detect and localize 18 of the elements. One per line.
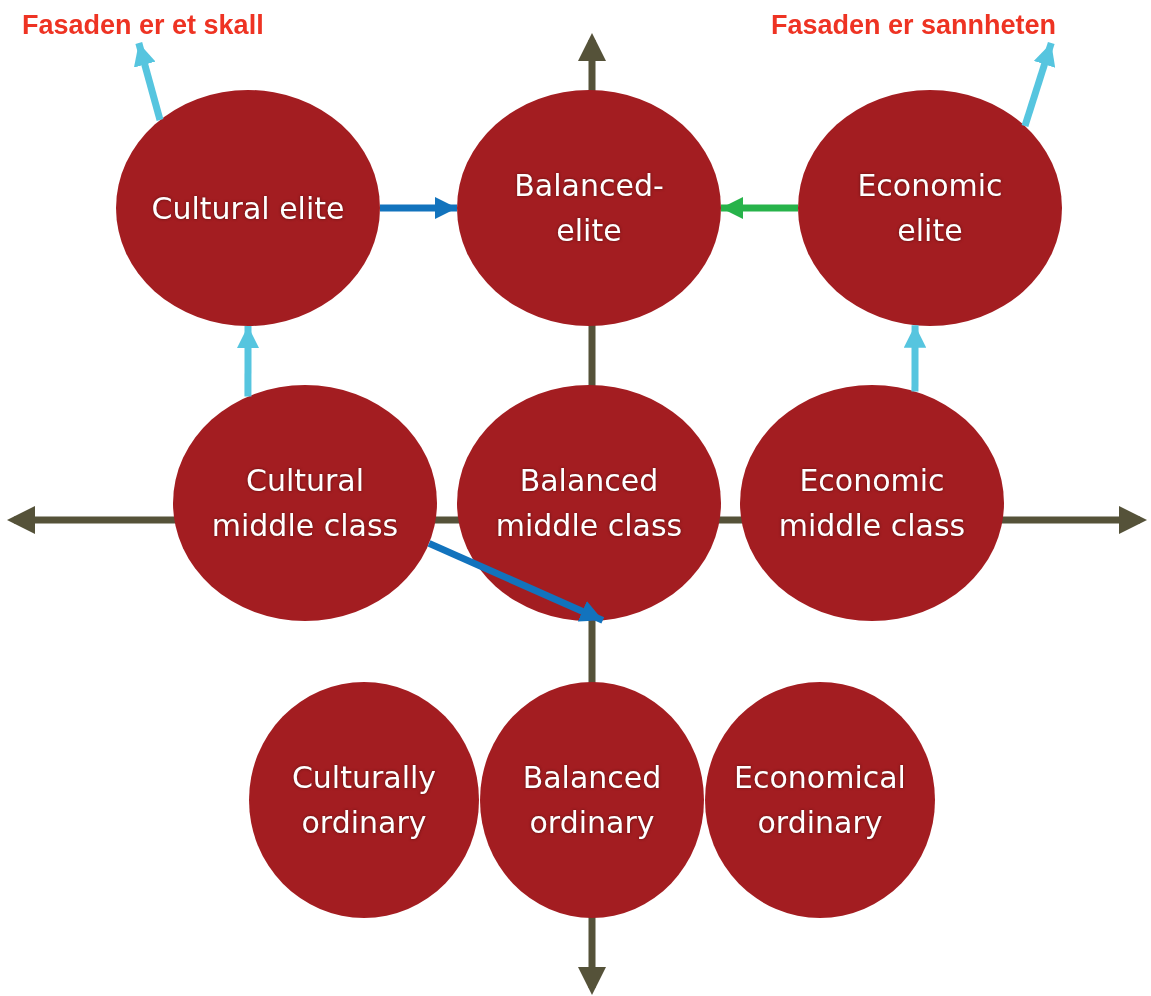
circle-label: Balanced- elite [513,167,665,250]
arrow [236,326,260,397]
circle-label: Economic elite [856,167,1004,250]
arrow [133,42,164,121]
caption-text: Fasaden er sannheten [771,8,1057,42]
circle-label: Balanced middle class [494,462,684,545]
circle-label: Economic middle class [777,462,967,545]
arrow [721,196,798,220]
circle-label: Culturally ordinary [290,759,438,842]
arrow [380,196,457,220]
caption-text: Fasaden er et skall [22,8,264,42]
circle-label: Balanced ordinary [521,759,663,842]
circle-label: Cultural middle class [210,462,400,545]
circle-label: Economical ordinary [733,759,907,842]
circle-label: Cultural elite [151,189,345,228]
arrow [903,325,927,392]
arrow [1021,41,1056,128]
arrow [427,540,605,624]
